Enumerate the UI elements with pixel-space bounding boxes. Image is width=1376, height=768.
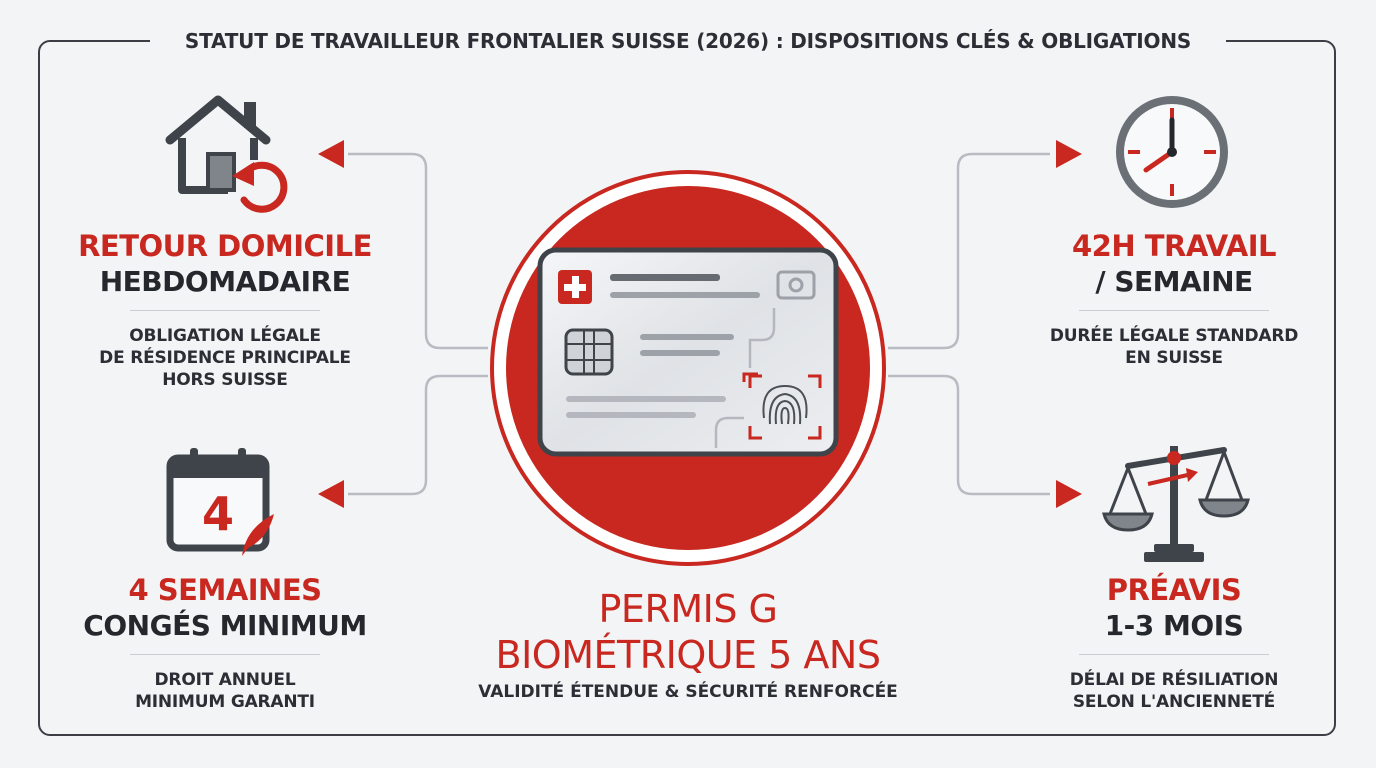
item-notice-heading-dark: 1-3 MOIS bbox=[1104, 609, 1244, 642]
divider bbox=[1079, 654, 1269, 655]
item-hours-desc-2: EN SUISSE bbox=[1125, 348, 1223, 368]
item-home-heading-dark: HEBDOMADAIRE bbox=[99, 265, 351, 298]
scales-icon bbox=[1102, 446, 1250, 562]
center-heading-line1: PERMIS G bbox=[598, 587, 778, 631]
item-home-desc-1: OBLIGATION LÉGALE bbox=[129, 326, 321, 346]
clock-icon bbox=[1116, 96, 1228, 208]
connector-home bbox=[348, 152, 488, 350]
item-hours: 42H TRAVAIL / SEMAINE DURÉE LÉGALE STAND… bbox=[1004, 228, 1344, 369]
item-leave-heading-dark: CONGÉS MINIMUM bbox=[83, 609, 367, 642]
divider bbox=[130, 654, 320, 655]
center-heading-line2: BIOMÉTRIQUE 5 ANS bbox=[495, 633, 881, 677]
item-leave-desc-2: MINIMUM GARANTI bbox=[135, 692, 315, 712]
item-notice-desc-2: SELON L'ANCIENNETÉ bbox=[1072, 692, 1276, 712]
item-notice-desc-1: DÉLAI DE RÉSILIATION bbox=[1069, 670, 1279, 690]
connector-notice bbox=[888, 374, 1050, 496]
item-home-heading-red: RETOUR DOMICILE bbox=[78, 229, 372, 263]
calendar-icon: 4 bbox=[166, 448, 274, 556]
item-notice-heading-red: PRÉAVIS bbox=[1106, 573, 1242, 607]
center-heading: PERMIS G BIOMÉTRIQUE 5 ANS bbox=[428, 586, 948, 678]
arrow-left-top bbox=[318, 140, 344, 168]
item-home: RETOUR DOMICILE HEBDOMADAIRE OBLIGATION … bbox=[58, 228, 392, 391]
divider bbox=[1079, 310, 1269, 311]
item-home-desc-3: HORS SUISSE bbox=[162, 370, 288, 390]
item-hours-heading-red: 42H TRAVAIL bbox=[1072, 229, 1277, 263]
item-notice: PRÉAVIS 1-3 MOIS DÉLAI DE RÉSILIATION SE… bbox=[1004, 572, 1344, 713]
item-hours-desc-1: DURÉE LÉGALE STANDARD bbox=[1049, 326, 1299, 346]
divider bbox=[130, 310, 320, 311]
biometric-id-card-icon bbox=[490, 170, 886, 566]
connector-leave bbox=[348, 374, 488, 496]
house-return-icon bbox=[165, 95, 288, 213]
connector-hours bbox=[888, 152, 1050, 350]
item-home-desc-2: DE RÉSIDENCE PRINCIPALE bbox=[99, 348, 351, 368]
arrow-right-bottom bbox=[1056, 480, 1082, 508]
item-leave: 4 SEMAINES CONGÉS MINIMUM DROIT ANNUEL M… bbox=[58, 572, 392, 713]
arrow-right-top bbox=[1056, 140, 1082, 168]
item-hours-heading-dark: / SEMAINE bbox=[1095, 265, 1253, 298]
arrow-left-bottom bbox=[318, 480, 344, 508]
calendar-number: 4 bbox=[202, 487, 234, 541]
page-title: STATUT DE TRAVAILLEUR FRONTALIER SUISSE … bbox=[150, 26, 1226, 56]
item-leave-heading-red: 4 SEMAINES bbox=[128, 573, 322, 607]
center-subtitle: VALIDITÉ ÉTENDUE & SÉCURITÉ RENFORCÉE bbox=[478, 682, 898, 702]
item-leave-desc-1: DROIT ANNUEL bbox=[154, 670, 296, 690]
